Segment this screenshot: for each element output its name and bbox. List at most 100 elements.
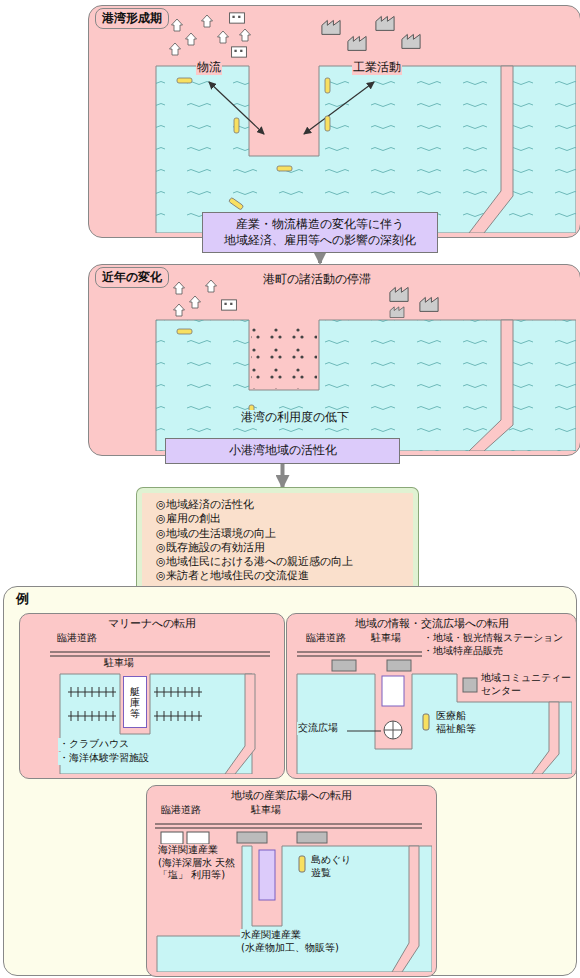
road <box>50 656 270 657</box>
effect-item: ◎地域の生活環境の向上 <box>156 527 399 541</box>
flow-arrow <box>304 82 374 134</box>
pontoons <box>157 687 158 697</box>
breakwater <box>392 846 419 972</box>
buildings <box>322 20 340 34</box>
pontoons <box>178 711 179 721</box>
pontoons <box>99 687 100 697</box>
pontoons <box>78 711 79 721</box>
label-text: 水産関連産業 (水産物加工、物販等) <box>240 929 362 954</box>
transition-band: 産業・物流構造の変化等に伴う 地域経済、雇用等への影響の深刻化 <box>202 212 438 253</box>
road <box>155 828 422 829</box>
label-text: 駐車場 <box>250 804 282 817</box>
label-text: 港町の諸活動の停滞 <box>262 272 372 287</box>
pontoons <box>85 711 86 721</box>
buildings <box>170 43 181 55</box>
pontoons <box>92 687 93 697</box>
boathouse-box: 艇庫等 <box>123 676 147 728</box>
parking <box>297 832 327 843</box>
waves <box>156 320 576 451</box>
pontoons <box>113 687 114 697</box>
breakwater <box>225 674 255 774</box>
plaza <box>384 721 402 739</box>
pontoons <box>106 687 107 697</box>
pontoons <box>164 687 165 697</box>
node-text: 小港湾地域の活性化 <box>229 443 337 459</box>
buildings <box>174 282 185 294</box>
pontoons <box>171 711 172 721</box>
boat <box>423 714 429 730</box>
pontoons <box>199 687 200 697</box>
flow-connector <box>281 464 285 487</box>
idle-pier <box>251 321 317 389</box>
pontoons <box>71 711 72 721</box>
label-text: 医療船 福祉船等 <box>435 710 483 735</box>
buildings <box>390 287 408 301</box>
pontoons <box>178 687 179 697</box>
pontoons <box>185 687 186 697</box>
pontoons <box>92 711 93 721</box>
node-text: 港湾形成期 <box>95 8 169 29</box>
marine-industry-building <box>187 832 209 844</box>
info-station <box>382 676 404 706</box>
marine-industry-building <box>161 832 183 844</box>
effect-item: ◎雇用の創出 <box>156 512 399 526</box>
label-text: 海洋関連産業 (海洋深層水 天然「塩」 利用等) <box>157 844 237 882</box>
pontoons <box>85 687 86 697</box>
waves <box>156 66 576 233</box>
effects-box: ◎地域経済の活性化◎雇用の創出◎地域の生活環境の向上◎既存施設の有効活用◎地域住… <box>137 488 418 594</box>
boats <box>177 329 254 420</box>
node-text: 地域の情報・交流広場への転用 <box>287 616 576 631</box>
effect-item: ◎地域住民における港への親近感の向上 <box>156 555 399 569</box>
sea <box>156 66 576 233</box>
pontoons <box>185 711 186 721</box>
label-text: ・地域特産品販売 <box>422 645 504 658</box>
sea <box>156 320 576 451</box>
pontoons <box>192 687 193 697</box>
label-text: ・クラブハウス <box>58 738 130 751</box>
buildings <box>190 296 201 308</box>
buildings <box>186 33 197 45</box>
buildings <box>348 36 366 50</box>
effect-item: ◎来訪者と地域住民の交流促進 <box>156 569 399 583</box>
breakwater <box>469 66 513 233</box>
label-text: 島めぐり 遊覧 <box>310 854 358 879</box>
plaza-cross <box>384 721 402 739</box>
pontoons <box>171 687 172 697</box>
label-text: 駐車場 <box>370 632 402 645</box>
buildings <box>376 16 394 30</box>
node-text: 艇庫等 <box>130 686 140 719</box>
pontoons <box>78 687 79 697</box>
label-text: 交流広場 <box>297 722 339 735</box>
buildings <box>390 307 404 318</box>
buildings <box>222 300 237 310</box>
buildings <box>420 297 438 311</box>
boats <box>177 329 192 334</box>
transition-band: 小港湾地域の活性化 <box>165 438 400 464</box>
parking <box>387 660 411 671</box>
node-text: 産業・物流構造の変化等に伴う 地域経済、雇用等への影響の深刻化 <box>211 217 429 248</box>
community-center <box>463 678 477 692</box>
boats <box>229 197 244 210</box>
flow-arrow <box>209 82 264 134</box>
road <box>50 652 270 653</box>
buildings <box>170 13 421 57</box>
road <box>155 824 422 825</box>
boats <box>325 78 330 93</box>
label-text: 港湾の利用度の低下 <box>240 410 350 425</box>
node-text: 例 <box>10 589 35 609</box>
buildings <box>240 29 251 41</box>
label-text: 工業活動 <box>352 60 402 75</box>
pontoons <box>71 687 72 697</box>
pontoons <box>199 711 200 721</box>
buildings <box>230 13 245 23</box>
boat <box>299 856 305 872</box>
port-formation-illustration <box>89 6 576 233</box>
pontoons <box>106 711 107 721</box>
label-text: ・海洋体験学習施設 <box>58 752 150 765</box>
label-text: 地域コミュニティー センター <box>480 672 574 697</box>
stage-panel: 近年の変化 <box>88 264 580 456</box>
buildings <box>174 304 185 316</box>
flow-connector <box>318 253 322 263</box>
fishery-building <box>259 850 275 900</box>
